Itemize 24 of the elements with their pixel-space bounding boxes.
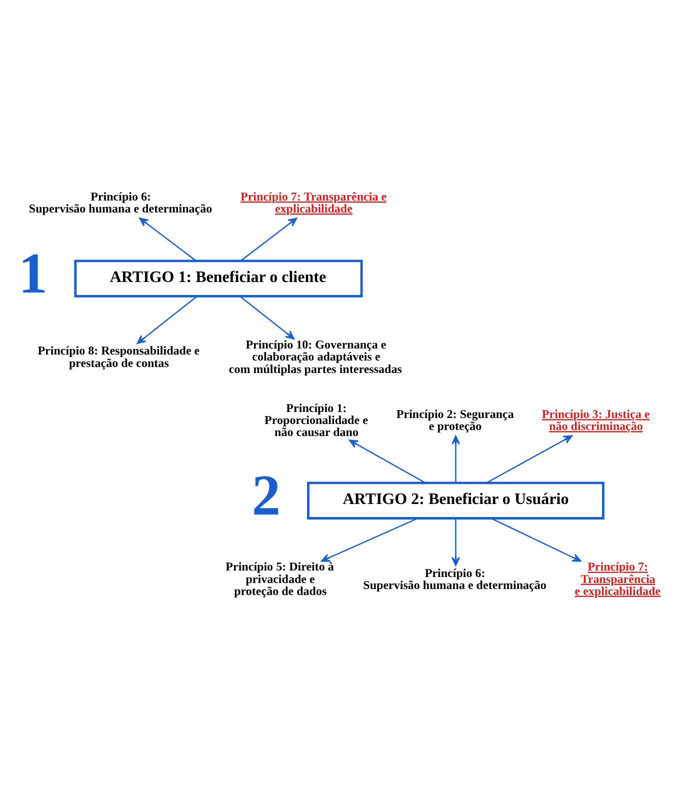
arrow bbox=[348, 440, 426, 484]
node-text: Princípio 5: Direito à privacidade e proteção de dados bbox=[226, 560, 334, 598]
node-text: Princípio 3: Justiça e não discriminação bbox=[542, 407, 650, 434]
arrow bbox=[240, 218, 298, 262]
arrow bbox=[490, 518, 582, 562]
label: 1 bbox=[18, 242, 48, 306]
arrow bbox=[139, 218, 196, 262]
arrow bbox=[451, 518, 460, 566]
node-box: ARTIGO 2: Beneficiar o Usuário bbox=[307, 482, 604, 520]
node-text: Princípio 2: Segurança e proteção bbox=[396, 407, 514, 434]
node-text: Princípio 7: Transparência e explicabilidade bbox=[240, 189, 387, 216]
node-text: Princípio 10: Governança e colaboração adaptáveis e com múltiplas partes interessadas bbox=[228, 338, 402, 376]
arrow bbox=[320, 518, 418, 562]
label: 2 bbox=[252, 464, 281, 528]
arrow bbox=[239, 296, 295, 340]
arrow bbox=[486, 435, 573, 484]
arrow bbox=[451, 435, 460, 483]
arrow bbox=[136, 296, 198, 344]
node-text: Princípio 6: Supervisão humana e determinação bbox=[363, 566, 546, 592]
node-text: Princípio 8: Responsabilidade e prestação de contas bbox=[38, 344, 200, 370]
node-box: ARTIGO 1: Beneficiar o cliente bbox=[74, 260, 363, 298]
node-text: Princípio 1: Proporcionalidade e não causar dano bbox=[264, 401, 368, 440]
node-text: Princípio 6: Supervisão humana e determinação bbox=[28, 189, 212, 216]
node-text: Princípio 7: Transparência e explicabilidade bbox=[574, 560, 661, 598]
